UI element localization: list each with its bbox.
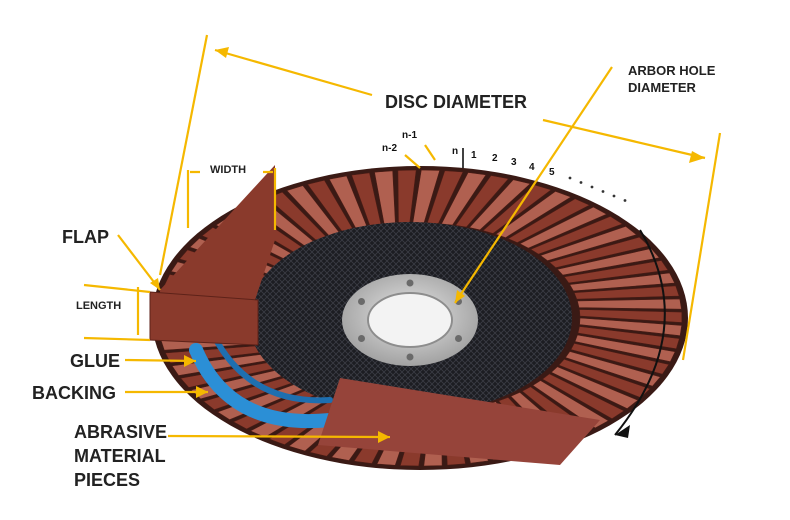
sequence-dot (590, 185, 594, 189)
sequence-dot (623, 199, 627, 202)
rotation-arrowhead (615, 425, 630, 438)
abrasive-arrowhead (378, 431, 390, 443)
length-line-top (83, 283, 151, 294)
flap-segment (455, 175, 510, 228)
flap-segment (532, 380, 610, 429)
flap-seq-n-minus-2: n-2 (382, 143, 397, 154)
flap-segment (541, 373, 625, 420)
rivet (406, 353, 414, 361)
arbor-hole-diameter-label: ARBOR HOLE DIAMETER (628, 63, 716, 95)
annotation-lines (83, 34, 722, 443)
rotation-arc (614, 229, 666, 436)
abrasive-arrow (167, 434, 391, 439)
glue-arrowhead (184, 355, 196, 367)
hub-rivets (358, 279, 462, 361)
flap-seq-1: 1 (471, 150, 477, 161)
seq-tick-1 (424, 144, 436, 161)
flap-segment (468, 179, 531, 231)
flap-segment (556, 248, 660, 276)
flap-segment (539, 225, 638, 262)
length-label: LENGTH (76, 300, 122, 312)
flap-segment (495, 190, 572, 239)
flap-segment (577, 298, 682, 310)
flap-segment (507, 198, 591, 243)
sequence-dot (568, 176, 572, 180)
disc-diameter-edge-left (158, 34, 209, 276)
flap-cutaway-bottom (318, 378, 600, 465)
flap-segment (570, 342, 670, 375)
abrasive-material-pieces-label: ABRASIVE MATERIAL PIECES (74, 422, 168, 490)
sequence-dot (612, 194, 616, 198)
seq-tick-2 (404, 154, 421, 169)
disc-diameter-line-left (214, 48, 373, 97)
flap-seq-n: n (452, 146, 459, 157)
arbor-hole-line (454, 66, 613, 304)
flap-seq-5: 5 (549, 167, 555, 178)
flap-arrow (117, 234, 161, 291)
flap-seq-n-minus-1: n-1 (402, 130, 417, 141)
flap-label: FLAP (62, 227, 109, 247)
glue-ring-inner (211, 333, 333, 404)
glue-ring (189, 343, 337, 429)
disc-diameter-label: DISC DIAMETER (385, 92, 528, 112)
flap-segment (519, 206, 608, 249)
flap-segment (577, 326, 680, 350)
rivet (406, 279, 414, 287)
disc-diameter-arrowhead-left (215, 47, 229, 58)
width-label: WIDTH (210, 164, 247, 176)
flap-seq-3: 3 (511, 157, 517, 168)
flap-seq-2: 2 (492, 153, 498, 164)
flap-seq-4: 4 (529, 162, 535, 173)
flap-segment (573, 285, 680, 300)
sequence-dot (579, 181, 583, 184)
sequence-dot (601, 190, 605, 193)
glue-label: GLUE (70, 351, 121, 371)
backing-arrowhead (196, 386, 208, 398)
flap-segment (529, 215, 624, 255)
disc-diameter-arrowhead-right (689, 151, 705, 163)
backing-label: BACKING (32, 383, 116, 403)
rivet (358, 335, 365, 342)
disc-diameter-line-right (542, 118, 706, 160)
flap-segment (565, 351, 661, 387)
rivet (358, 298, 365, 305)
flap-segment (563, 260, 669, 284)
arbor-hole-arrowhead (455, 290, 465, 303)
flap-arrowhead (150, 278, 160, 290)
flap-segment (579, 317, 683, 337)
flap-segment (569, 272, 676, 292)
flap-segment (550, 366, 639, 409)
flap-segment (574, 334, 676, 363)
arbor-hole (367, 292, 453, 348)
length-line-bottom (83, 336, 151, 342)
disc-diameter-edge-right (681, 132, 722, 361)
flap-block (149, 291, 259, 346)
flap-segment (579, 309, 683, 323)
flap-segment (441, 172, 487, 226)
rivet (455, 335, 462, 342)
